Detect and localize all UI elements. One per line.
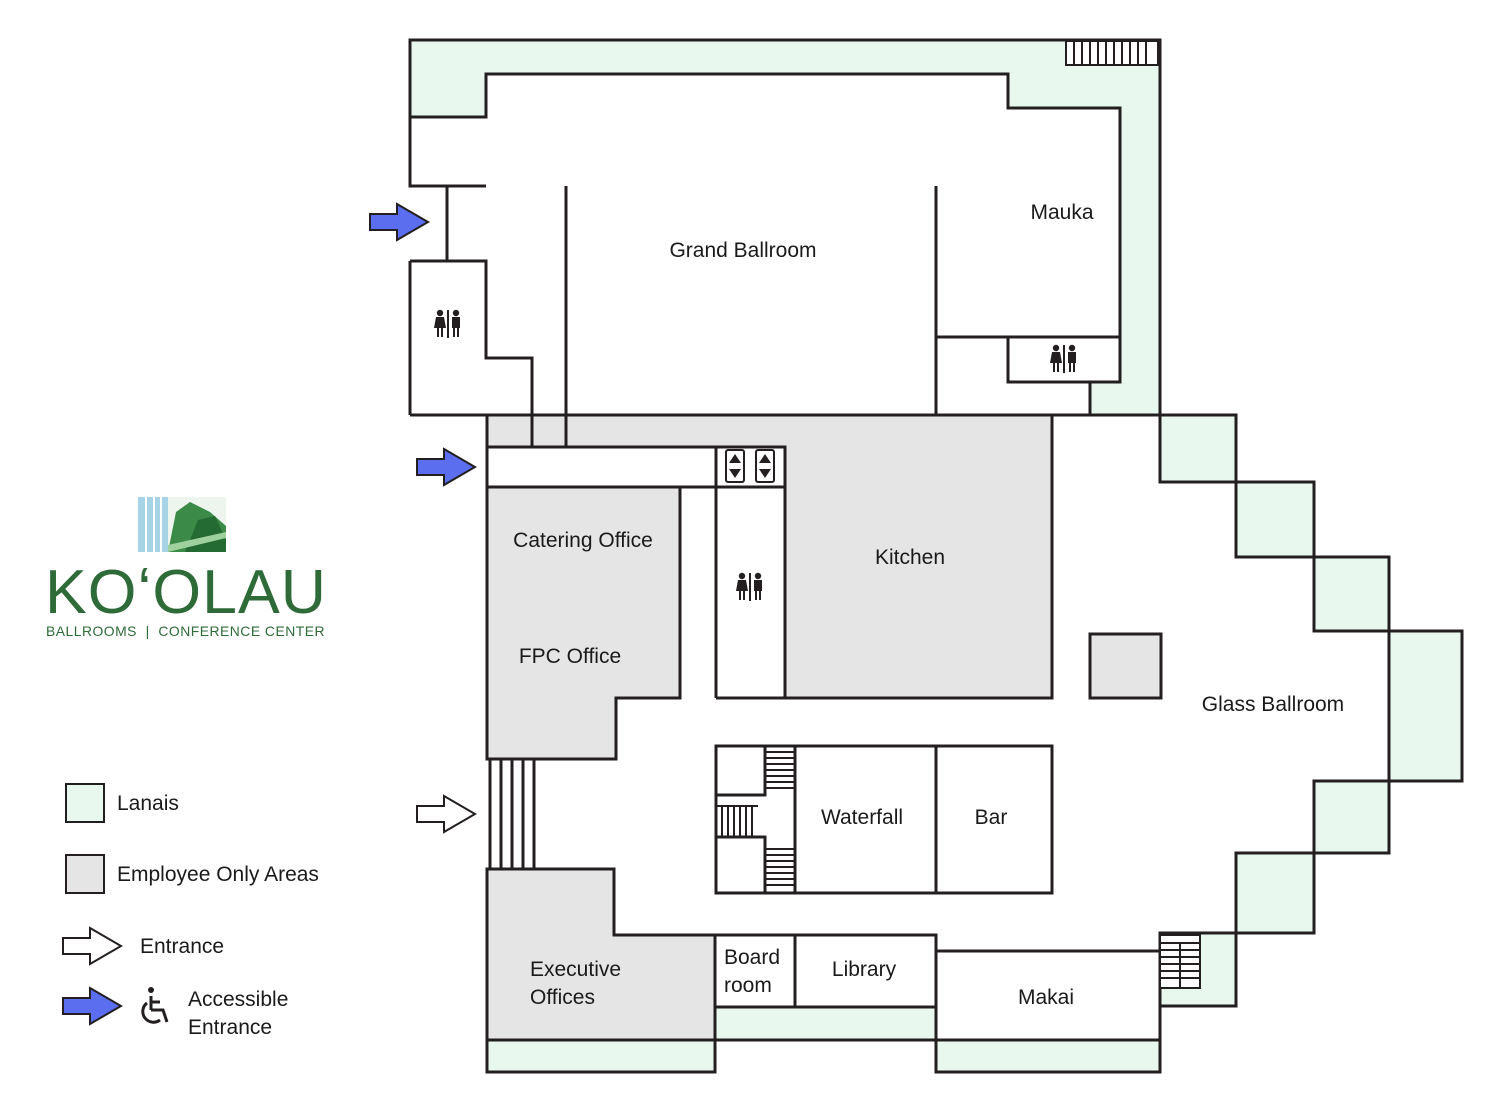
south-lanai-executive <box>485 1038 717 1074</box>
entrance-arrow-icon[interactable] <box>416 794 477 834</box>
legend-accessible-label-line2: Entrance <box>188 1016 272 1039</box>
room-executive-offices-line1[interactable]: Executive <box>530 958 621 981</box>
catering-fpc-offices <box>485 485 682 761</box>
room-labels: Grand Ballroom Mauka Catering Office FPC… <box>513 201 1344 1009</box>
room-mauka[interactable]: Mauka <box>1030 201 1093 224</box>
room-grand-ballroom[interactable]: Grand Ballroom <box>669 239 816 262</box>
room-bar[interactable]: Bar <box>975 806 1008 829</box>
brand-logo: KOʻOLAU BALLROOMS | CONFERENCE CENTER <box>45 497 327 639</box>
glass-lanai-6 <box>1234 851 1316 935</box>
room-waterfall[interactable]: Waterfall <box>821 806 903 829</box>
room-executive-offices-line2[interactable]: Offices <box>530 986 595 1009</box>
glass-lanai-3 <box>1312 555 1391 633</box>
glass-lanai-1 <box>1158 413 1238 484</box>
legend-employee-label: Employee Only Areas <box>117 863 319 886</box>
wheelchair-icon <box>141 987 169 1024</box>
entrance-arrow-icon <box>62 926 123 966</box>
glass-lanai-5 <box>1312 779 1391 855</box>
accessible-entrance-arrow-icon <box>62 986 123 1026</box>
glass-lanai-2 <box>1234 480 1316 559</box>
elevator-icon <box>755 449 775 483</box>
legend-lanai-swatch <box>65 783 105 823</box>
room-board-room-line2[interactable]: room <box>724 974 772 997</box>
accessible-entrance-arrow-icon[interactable] <box>369 202 430 242</box>
restroom-icon <box>1050 344 1076 373</box>
room-glass-ballroom[interactable]: Glass Ballroom <box>1202 693 1344 716</box>
legend-lanais-label: Lanais <box>117 792 179 815</box>
room-makai[interactable]: Makai <box>1018 986 1074 1009</box>
legend-entrance-label: Entrance <box>140 935 224 958</box>
legend: Lanais Employee Only Areas Entrance Acce… <box>62 783 319 1039</box>
elevator-icon <box>725 449 745 483</box>
executive-offices-area <box>485 867 717 1042</box>
room-kitchen[interactable]: Kitchen <box>875 546 945 569</box>
south-lanai-board <box>713 1005 938 1042</box>
room-board-room-line1[interactable]: Board <box>724 946 780 969</box>
mountain-waterfall-logo-icon <box>138 497 226 552</box>
room-library[interactable]: Library <box>832 958 897 981</box>
room-fpc-office[interactable]: FPC Office <box>519 645 621 668</box>
legend-employee-swatch <box>65 854 105 894</box>
glass-lanai-4 <box>1387 629 1464 783</box>
employee-areas-layer <box>485 413 1163 1042</box>
lanais-layer <box>408 38 1464 1074</box>
glass-ballroom-service-room <box>1088 632 1163 700</box>
room-catering-office[interactable]: Catering Office <box>513 529 653 552</box>
brand-subtitle: BALLROOMS | CONFERENCE CENTER <box>46 623 325 639</box>
brand-name: KOʻOLAU <box>45 558 327 627</box>
restroom-icon <box>736 572 762 601</box>
stairs-icon <box>716 40 1201 989</box>
legend-accessible-label-line1: Accessible <box>188 988 288 1011</box>
accessible-entrance-arrow-icon[interactable] <box>416 447 477 487</box>
restroom-icon <box>434 309 460 338</box>
south-lanai-makai <box>934 1038 1162 1074</box>
